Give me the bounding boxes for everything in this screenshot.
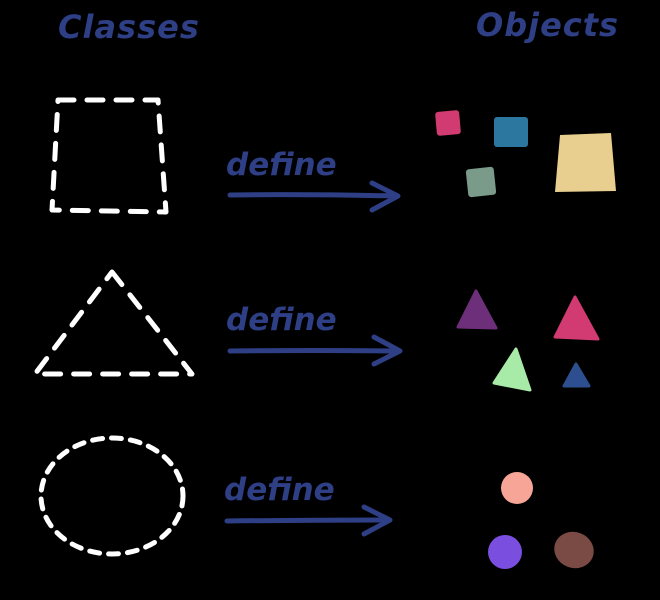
class-circle-outline	[38, 435, 186, 557]
define-label-1: define	[226, 147, 337, 183]
object-triangle-purple	[456, 289, 498, 330]
circle-objects	[488, 472, 594, 569]
objects-heading: Objects	[476, 6, 619, 44]
row-triangle: define	[32, 269, 600, 392]
object-circle-violet	[488, 535, 522, 569]
object-square-pink	[435, 110, 461, 136]
triangle-objects	[456, 289, 600, 392]
arrow-2	[227, 334, 403, 367]
define-label-2: define	[226, 302, 337, 338]
arrow-1	[227, 180, 401, 213]
object-circle-salmon	[501, 472, 533, 504]
arrow-3	[224, 504, 393, 537]
object-triangle-pink	[553, 295, 600, 341]
object-circle-brown	[554, 531, 594, 569]
square-objects	[435, 110, 616, 198]
object-trapezoid-sand	[555, 133, 616, 192]
row-circle: define	[38, 435, 594, 569]
object-square-sage	[465, 166, 497, 198]
classes-heading: Classes	[58, 8, 200, 46]
define-label-3: define	[224, 472, 335, 508]
object-triangle-navy	[562, 362, 591, 388]
class-triangle-outline	[32, 269, 195, 377]
class-square-outline	[49, 97, 169, 215]
object-square-blue	[494, 117, 528, 147]
object-triangle-mint	[492, 347, 532, 392]
row-square: define	[49, 97, 616, 215]
